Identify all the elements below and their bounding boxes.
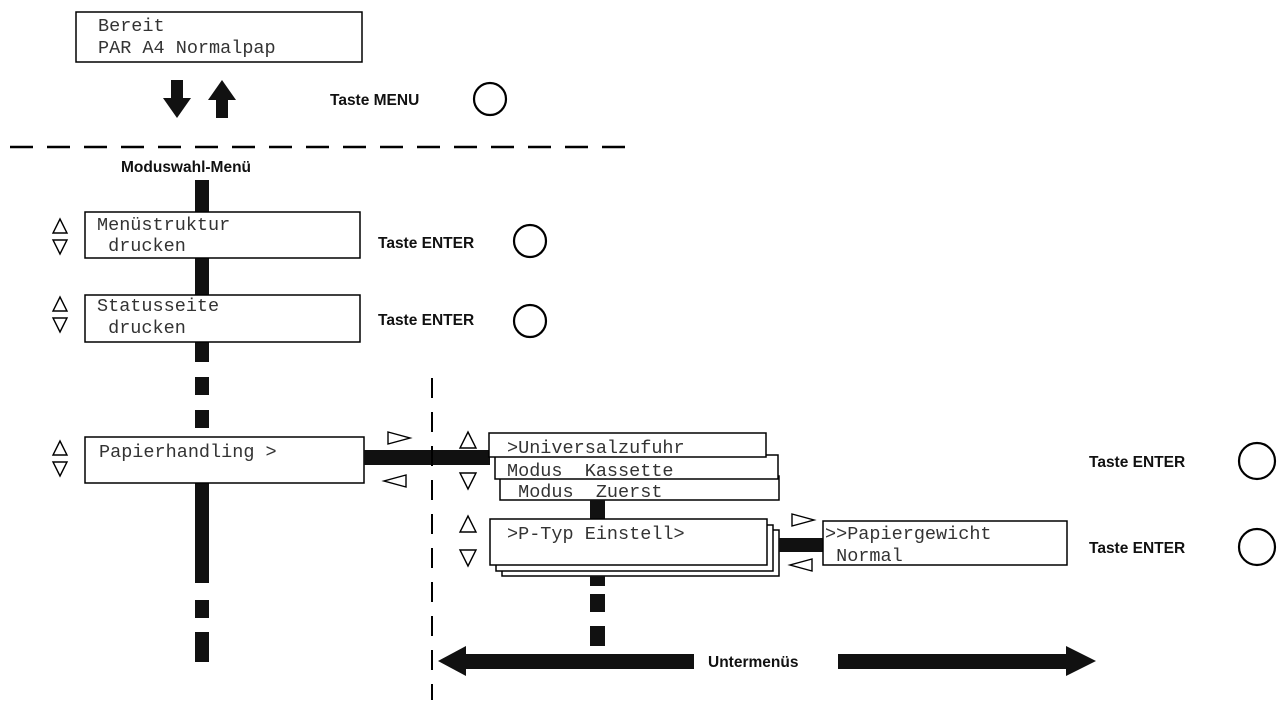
left-triangle-icon[interactable] bbox=[381, 474, 407, 488]
enter-key-label: Taste ENTER bbox=[378, 312, 474, 329]
right-triangle-icon[interactable] bbox=[791, 513, 817, 527]
main-connector-dash bbox=[195, 410, 209, 428]
main-connector bbox=[195, 258, 209, 295]
main-connector-dash bbox=[195, 600, 209, 618]
main-connector-dash bbox=[195, 632, 209, 650]
submenu-paper-weight[interactable] bbox=[822, 520, 1068, 566]
up-triangle-icon[interactable] bbox=[458, 430, 478, 449]
submenu-universal-card-middle bbox=[494, 454, 779, 480]
down-triangle-icon[interactable] bbox=[458, 472, 478, 491]
menu-item-print-status-page[interactable] bbox=[84, 294, 361, 343]
main-connector-dash bbox=[195, 377, 209, 395]
enter-key-button[interactable] bbox=[1237, 441, 1277, 481]
submenu-connector bbox=[364, 450, 490, 465]
ready-display bbox=[75, 11, 363, 63]
left-triangle-icon[interactable] bbox=[787, 558, 813, 572]
main-connector bbox=[195, 180, 209, 212]
submenu-vertical-connector bbox=[590, 576, 605, 586]
right-triangle-icon[interactable] bbox=[387, 431, 413, 445]
up-triangle-icon[interactable] bbox=[458, 514, 478, 533]
ready-display-line1: Bereit bbox=[98, 16, 165, 37]
enter-key-label: Taste ENTER bbox=[378, 235, 474, 252]
menu-item-line2: drucken bbox=[97, 318, 186, 339]
submenu-weight-line1: >>Papiergewicht bbox=[825, 524, 992, 545]
enter-key-button[interactable] bbox=[1237, 527, 1277, 567]
enter-key-label: Taste ENTER bbox=[1089, 454, 1185, 471]
menu-item-line1: Papierhandling > bbox=[99, 442, 277, 463]
main-connector-dash bbox=[195, 342, 209, 362]
submenu-universal-card-back bbox=[499, 475, 780, 501]
submenu-weight-line2: Normal bbox=[825, 546, 903, 567]
submenus-double-arrow bbox=[438, 646, 1096, 676]
up-triangle-icon[interactable] bbox=[51, 295, 69, 312]
ready-display-line2: PAR A4 Normalpap bbox=[98, 38, 276, 59]
main-connector bbox=[195, 483, 209, 583]
submenus-label: Untermenüs bbox=[708, 654, 798, 671]
submenu-universal-card-front[interactable] bbox=[488, 432, 767, 458]
submenu-universal-line1: >Universalzufuhr bbox=[507, 438, 685, 459]
up-triangle-icon[interactable] bbox=[51, 439, 69, 456]
enter-key-button[interactable] bbox=[512, 303, 548, 339]
menu-item-line1: Statusseite bbox=[97, 296, 219, 317]
down-triangle-icon[interactable] bbox=[458, 549, 478, 568]
menu-key-button[interactable] bbox=[472, 81, 508, 117]
up-arrow-icon bbox=[208, 80, 236, 118]
mode-menu-title: Moduswahl-Menü bbox=[121, 159, 251, 176]
main-connector-dash bbox=[195, 647, 209, 662]
submenu-vertical-connector-dash bbox=[590, 626, 605, 646]
enter-key-button[interactable] bbox=[512, 223, 548, 259]
submenu-vertical-connector-dash bbox=[590, 594, 605, 612]
enter-key-label: Taste ENTER bbox=[1089, 540, 1185, 557]
submenu-ptype-line1: >P-Typ Einstell> bbox=[507, 524, 685, 545]
submenu-universal-line2: Modus Kassette bbox=[507, 461, 674, 482]
menu-item-print-menu-structure[interactable] bbox=[84, 211, 361, 259]
down-triangle-icon[interactable] bbox=[51, 317, 69, 334]
submenu-universal-line3: Modus Zuerst bbox=[507, 482, 662, 503]
menu-item-line2: drucken bbox=[97, 236, 186, 257]
submenu-ptype-card-front[interactable] bbox=[489, 518, 768, 566]
down-arrow-icon bbox=[163, 80, 191, 118]
down-triangle-icon[interactable] bbox=[51, 239, 69, 256]
up-triangle-icon[interactable] bbox=[51, 217, 69, 234]
submenu-vertical-connector bbox=[590, 500, 605, 520]
menu-item-paper-handling[interactable] bbox=[84, 436, 365, 484]
menu-key-label: Taste MENU bbox=[330, 92, 419, 109]
down-triangle-icon[interactable] bbox=[51, 461, 69, 478]
menu-item-line1: Menüstruktur bbox=[97, 215, 230, 236]
submenu-weight-connector bbox=[779, 538, 823, 552]
